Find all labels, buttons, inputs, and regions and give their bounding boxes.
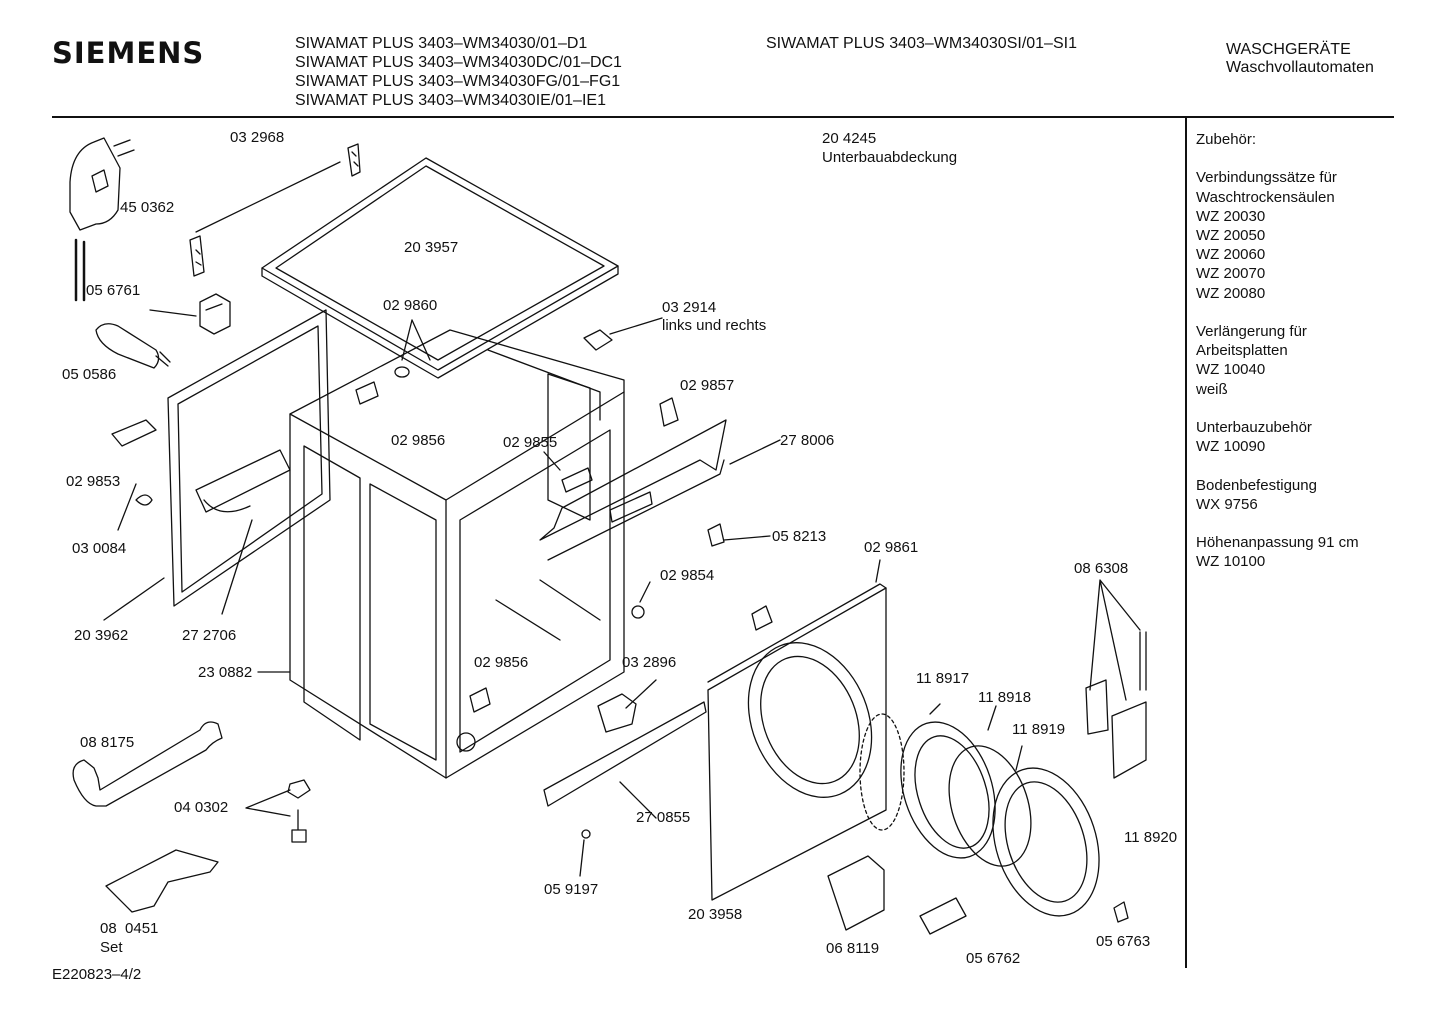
clip-icon — [189, 143, 361, 277]
brand-logo: SIEMENS — [52, 36, 205, 70]
part-label: 02 9857 — [680, 377, 735, 394]
part-label: 06 8119 — [826, 940, 880, 957]
part-label: links und rechts — [662, 317, 767, 334]
hinge-icon — [1085, 631, 1147, 779]
part-label: 02 9854 — [660, 567, 715, 584]
header-rule — [52, 116, 1394, 118]
part-label: 08 6308 — [1074, 560, 1129, 577]
control-panel-icon — [539, 397, 727, 561]
part-label: Set — [100, 939, 123, 956]
part-label: 02 9856 — [391, 432, 446, 449]
part-label: 20 3958 — [688, 906, 743, 923]
part-label: 27 0855 — [636, 809, 691, 826]
spring-icon — [394, 366, 410, 378]
part-label: 03 2968 — [230, 129, 285, 146]
model-name: SIWAMAT PLUS 3403–WM34030IE/01–IE1 — [295, 92, 606, 109]
handle-icon — [597, 693, 637, 733]
category-subtitle: Waschvollautomaten — [1226, 59, 1374, 76]
part-label: 27 2706 — [182, 627, 237, 644]
model-name: SIWAMAT PLUS 3403–WM34030FG/01–FG1 — [295, 73, 621, 90]
leader-line — [103, 161, 1141, 877]
foot-screw-icon — [287, 779, 311, 843]
part-label: 05 6761 — [86, 282, 141, 299]
side-panel-icon — [167, 309, 331, 607]
model-name: SIWAMAT PLUS 3403–WM34030/01–D1 — [295, 35, 588, 52]
model-name: SIWAMAT PLUS 3403–WM34030DC/01–DC1 — [295, 54, 622, 71]
part-label: 03 2914 — [662, 299, 717, 316]
clip-icon — [355, 381, 379, 405]
part-label: 20 4245 — [822, 130, 877, 147]
part-label: 05 0586 — [62, 366, 117, 383]
part-label: 11 8920 — [1124, 829, 1178, 846]
mains-plug-icon — [69, 137, 135, 302]
part-label: 02 9861 — [864, 539, 919, 556]
switch-icon — [1113, 901, 1129, 923]
part-label: 02 9853 — [66, 473, 121, 490]
part-label: 02 9856 — [474, 654, 529, 671]
part-label: 05 8213 — [772, 528, 827, 545]
accessories-list: Zubehör: Verbindungssätze für Waschtrock… — [1196, 131, 1359, 571]
part-label: 03 2896 — [622, 654, 677, 671]
part-label: 20 3957 — [404, 239, 459, 256]
door-ring-icon — [859, 713, 1100, 917]
part-label: 04 0302 — [174, 799, 229, 816]
grommet-icon — [631, 605, 645, 619]
clip-icon — [561, 467, 593, 493]
part-label: 11 8919 — [1012, 721, 1066, 738]
model-name-right: SIWAMAT PLUS 3403–WM34030SI/01–SI1 — [766, 35, 1077, 52]
part-label: 20 3962 — [74, 627, 129, 644]
plinth-strip-icon — [543, 701, 707, 839]
valve-icon — [95, 323, 171, 369]
pressure-switch-icon — [199, 293, 231, 335]
part-label: Unterbauabdeckung — [822, 149, 958, 166]
part-label: 11 8917 — [916, 670, 970, 687]
part-label: 27 8006 — [780, 432, 835, 449]
door-clip-icon — [707, 523, 725, 547]
top-cover-icon — [261, 157, 619, 379]
part-label: 03 0084 — [72, 540, 127, 557]
part-label: 08 8175 — [80, 734, 135, 751]
small-part-icon — [111, 419, 157, 506]
part-label: 45 0362 — [120, 199, 175, 216]
clip-icon — [583, 329, 613, 351]
category-title: WASCHGERÄTE — [1226, 41, 1351, 58]
transport-shim-icon — [105, 849, 219, 913]
document-code: E220823–4/2 — [52, 966, 142, 983]
part-label: 02 9855 — [503, 434, 558, 451]
bracket-icon — [751, 605, 773, 631]
part-label: 05 9197 — [544, 881, 599, 898]
part-label: 02 9860 — [383, 297, 438, 314]
door-seal-icon — [827, 855, 885, 931]
lock-icon — [919, 897, 967, 935]
part-label: 23 0882 — [198, 664, 253, 681]
part-label: 11 8918 — [978, 689, 1032, 706]
cabinet-icon — [289, 329, 625, 779]
front-panel-icon — [707, 583, 887, 901]
part-label: 05 6763 — [1096, 933, 1151, 950]
clip-icon — [469, 687, 491, 713]
sidebar-divider — [1185, 118, 1187, 968]
wrench-icon — [72, 721, 223, 807]
part-label: 08 0451 — [100, 920, 159, 937]
part-label: 05 6762 — [966, 950, 1021, 967]
